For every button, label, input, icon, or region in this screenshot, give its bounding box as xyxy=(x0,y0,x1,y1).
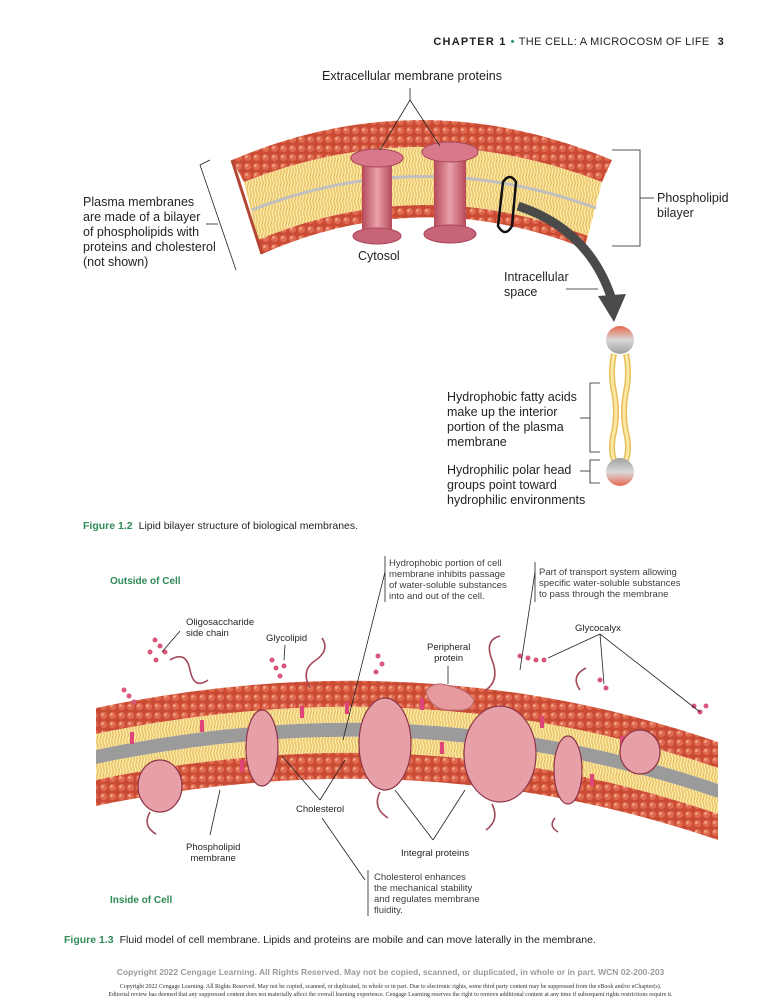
figure-number: Figure 1.2 xyxy=(83,520,133,532)
intracellular-line: Intracellular xyxy=(504,270,569,284)
label-inside-of-cell: Inside of Cell xyxy=(110,895,173,906)
legal-line: Editorial review has deemed that any sup… xyxy=(108,992,673,998)
plasma-line: (not shown) xyxy=(83,255,149,269)
note-transport-system: Part of transport system allowing specif… xyxy=(539,567,681,600)
label-cholesterol: Cholesterol xyxy=(296,804,345,815)
zoom-arrow xyxy=(516,201,617,302)
plasma-line: are made of a bilayer xyxy=(83,210,201,224)
zoom-arrow-head xyxy=(598,294,626,322)
label-hydrophilic-head: Hydrophilic polar head groups point towa… xyxy=(447,463,585,508)
note-line: specific water-soluble substances xyxy=(539,578,681,589)
phospholipid-membrane-line: membrane xyxy=(190,853,236,864)
note-line: Hydrophobic portion of cell xyxy=(389,558,502,569)
running-header: CHAPTER 1•THE CELL: A MICROCOSM OF LIFE 3 xyxy=(433,36,724,48)
oligo-line: side chain xyxy=(186,628,229,639)
plasma-line: of phospholipids with xyxy=(83,225,200,239)
intracellular-line: space xyxy=(504,285,538,299)
note-hydrophobic-portion: Hydrophobic portion of cell membrane inh… xyxy=(389,558,507,602)
fig13-leaders xyxy=(161,556,701,916)
legal-notice: Copyright 2022 Cengage Learning. All Rig… xyxy=(0,983,781,999)
peripheral-line: Peripheral xyxy=(427,642,471,653)
label-oligosaccharide: Oligosaccharide side chain xyxy=(186,617,254,639)
plasma-line: proteins and cholesterol xyxy=(83,240,216,254)
fig12-leaders-2 xyxy=(580,382,600,484)
copyright-notice: Copyright 2022 Cengage Learning. All Rig… xyxy=(116,967,665,977)
note-line: membrane inhibits passage xyxy=(389,569,506,580)
hydrophilic-line: Hydrophilic polar head xyxy=(447,463,572,477)
single-phospholipid xyxy=(606,326,634,486)
fluid-mosaic-membrane xyxy=(96,635,718,840)
label-cytosol: Cytosol xyxy=(358,249,400,263)
hydrophobic-line: portion of the plasma xyxy=(447,420,564,434)
note-line: of water-soluble substances xyxy=(389,580,507,591)
hydrophilic-line: hydrophilic environments xyxy=(447,493,586,507)
caption-text: Fluid model of cell membrane. Lipids and… xyxy=(119,934,596,946)
phospholipid-outline xyxy=(496,175,518,234)
note-line: Part of transport system allowing xyxy=(539,567,677,578)
figure-number: Figure 1.3 xyxy=(64,934,114,946)
label-integral-proteins: Integral proteins xyxy=(401,848,470,859)
hydrophilic-line: groups point toward xyxy=(447,478,557,492)
note-line: and regulates membrane xyxy=(374,894,480,905)
label-extracellular-proteins: Extracellular membrane proteins xyxy=(322,69,502,83)
note-line: to pass through the membrane xyxy=(539,589,669,600)
label-intracellular-space: Intracellular space xyxy=(504,270,569,300)
chapter-number: CHAPTER 1 xyxy=(433,36,507,48)
note-line: into and out of the cell. xyxy=(389,591,485,602)
extracellular-proteins xyxy=(350,141,479,245)
note-line: the mechanical stability xyxy=(374,883,473,894)
oligo-line: Oligosaccharide xyxy=(186,617,255,628)
caption-text: Lipid bilayer structure of biological me… xyxy=(138,520,359,532)
chapter-title: THE CELL: A MICROCOSM OF LIFE xyxy=(518,36,710,48)
label-outside-of-cell: Outside of Cell xyxy=(110,576,181,587)
page-number: 3 xyxy=(717,36,724,48)
phospholipid-line: bilayer xyxy=(657,206,694,220)
figure-1-2-caption: Figure 1.2 Lipid bilayer structure of bio… xyxy=(83,520,358,532)
bilayer-arc xyxy=(230,120,612,255)
label-phospholipid-bilayer: Phospholipid bilayer xyxy=(657,191,729,221)
label-phospholipid-membrane: Phospholipid membrane xyxy=(186,842,240,864)
bullet-dot: • xyxy=(510,36,515,48)
plasma-line: Plasma membranes xyxy=(83,195,195,209)
label-hydrophobic-fatty-acids: Hydrophobic fatty acids make up the inte… xyxy=(447,390,577,450)
label-peripheral-protein: Peripheral protein xyxy=(427,642,470,664)
phospholipid-membrane-line: Phospholipid xyxy=(186,842,241,853)
label-glycolipid: Glycolipid xyxy=(266,633,308,644)
hydrophobic-line: Hydrophobic fatty acids xyxy=(447,390,577,404)
label-plasma-membranes: Plasma membranes are made of a bilayer o… xyxy=(83,195,223,270)
hydrophobic-line: membrane xyxy=(447,435,507,449)
peripheral-line: protein xyxy=(434,653,464,664)
phospholipid-line: Phospholipid xyxy=(657,191,729,205)
figure-1-3-caption: Figure 1.3 Fluid model of cell membrane. … xyxy=(64,934,596,946)
note-cholesterol-stability: Cholesterol enhances the mechanical stab… xyxy=(374,872,480,916)
legal-line: Copyright 2022 Cengage Learning. All Rig… xyxy=(119,984,662,990)
label-glycocalyx: Glycocalyx xyxy=(575,623,621,634)
fig12-leaders xyxy=(199,88,654,290)
note-line: fluidity. xyxy=(374,905,403,916)
note-line: Cholesterol enhances xyxy=(374,872,466,883)
hydrophobic-line: make up the interior xyxy=(447,405,558,419)
